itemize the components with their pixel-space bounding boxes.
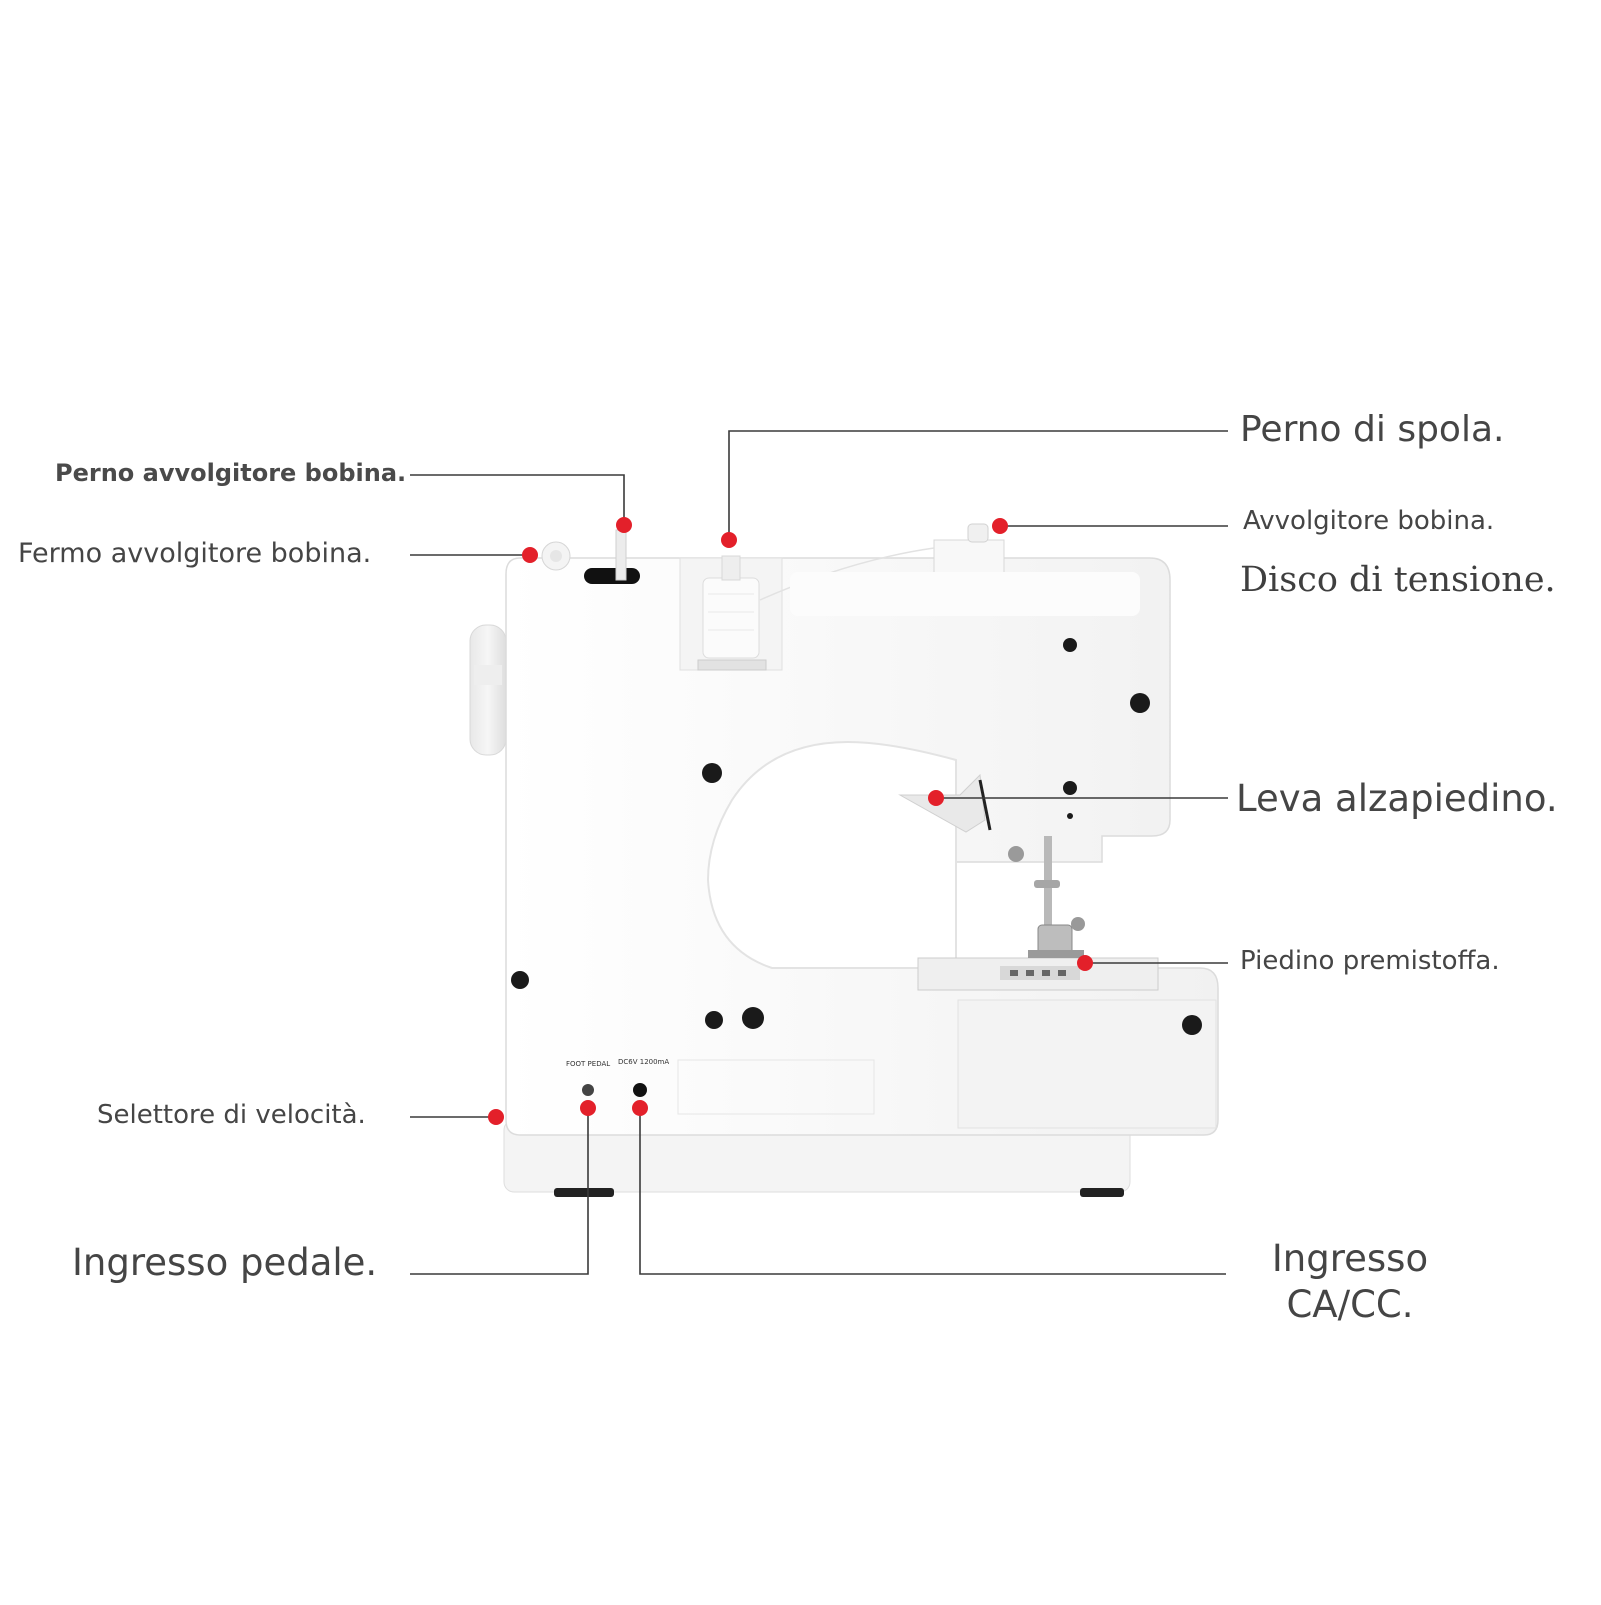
leader-perno-spola	[728, 430, 1228, 540]
leader-ingresso-pedale	[410, 1108, 589, 1275]
leader-lines	[410, 430, 1228, 1275]
label-leva-alzapiedino: Leva alzapiedino.	[1236, 777, 1558, 820]
leader-ingresso-ca-cc	[639, 1108, 1226, 1275]
machine-base	[503, 1119, 1131, 1197]
label-piedino-premistoffa: Piedino premistoffa.	[1240, 946, 1500, 976]
marker-perno-avvolgitore	[616, 517, 632, 533]
label-ingresso-ca-cc-line2: CA/CC.	[1286, 1283, 1414, 1326]
screw-holes	[511, 638, 1202, 1035]
dc-power-jack	[633, 1083, 647, 1097]
marker-avvolgitore-bobina	[992, 518, 1008, 534]
machine-arm-opening	[706, 740, 957, 969]
marker-ingresso-pedale	[580, 1100, 596, 1116]
markers	[488, 517, 1093, 1125]
foot-pedal-jack	[582, 1084, 594, 1096]
rear-panel: FOOT PEDAL DC6V 1200mA	[566, 1058, 875, 1115]
dc-rating-label: DC6V 1200mA	[618, 1058, 669, 1066]
spool-area	[679, 555, 783, 671]
bobbin-winder-spindle	[541, 529, 640, 584]
needle-assembly	[1008, 836, 1085, 958]
marker-piedino-premistoffa	[1077, 955, 1093, 971]
foot-pedal-jack-label: FOOT PEDAL	[566, 1060, 610, 1068]
leader-perno-avvolgitore	[410, 474, 625, 525]
marker-ingresso-ca-cc	[632, 1100, 648, 1116]
label-perno-avvolgitore-bobina: Perno avvolgitore bobina.	[55, 459, 407, 487]
bed-block	[957, 999, 1217, 1129]
label-fermo-avvolgitore-bobina: Fermo avvolgitore bobina.	[18, 538, 372, 569]
label-ingresso-ca-cc-line1: Ingresso	[1271, 1237, 1429, 1280]
label-selettore-di-velocita: Selettore di velocità.	[97, 1100, 366, 1130]
marker-perno-spola	[721, 532, 737, 548]
label-ingresso-pedale: Ingresso pedale.	[72, 1241, 378, 1284]
label-avvolgitore-bobina: Avvolgitore bobina.	[1243, 506, 1495, 536]
marker-fermo-avvolgitore	[522, 547, 538, 563]
top-panel-highlight	[790, 572, 1140, 616]
marker-selettore-velocita	[488, 1109, 504, 1125]
handwheel	[469, 624, 507, 756]
label-ingresso-ca-cc: Ingresso CA/CC.	[1230, 1236, 1470, 1328]
label-disco-di-tensione: Disco di tensione.	[1240, 560, 1556, 600]
marker-leva-alzapiedino	[928, 790, 944, 806]
label-perno-di-spola: Perno di spola.	[1240, 409, 1505, 450]
